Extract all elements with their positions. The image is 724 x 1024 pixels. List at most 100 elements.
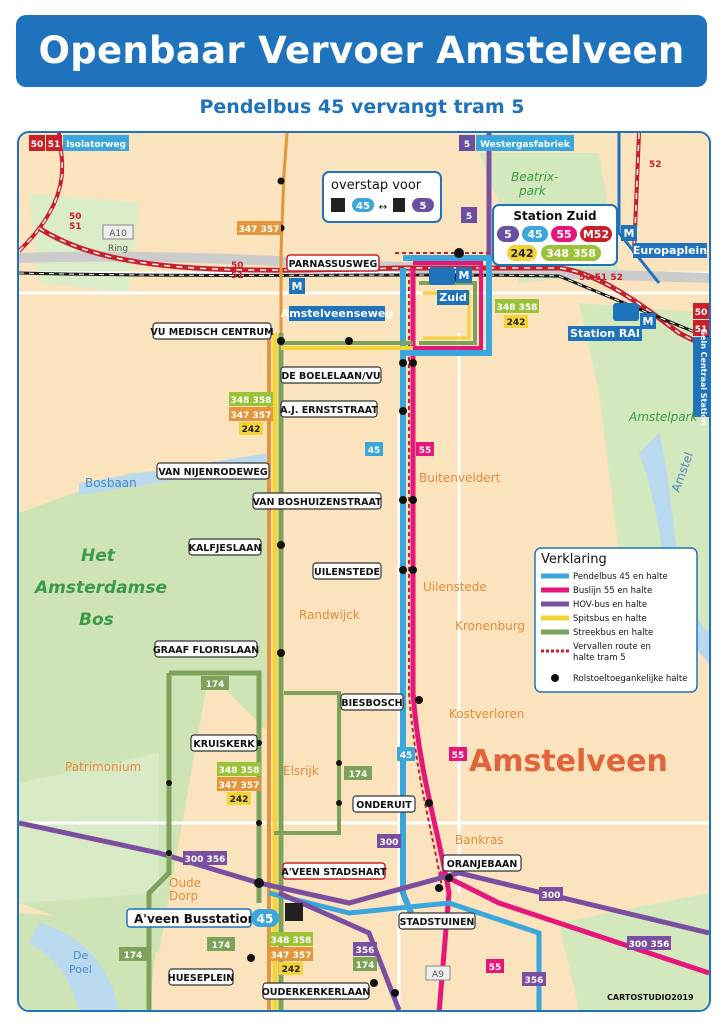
svg-text:Zuid: Zuid (439, 291, 466, 304)
svg-text:Buitenveldert: Buitenveldert (419, 471, 501, 485)
svg-text:A'veen Busstation: A'veen Busstation (134, 912, 256, 926)
station-labels: Amstelveenseweg M Zuid M Station RAI M E… (281, 225, 707, 341)
svg-text:Uilenstede: Uilenstede (423, 580, 487, 594)
svg-text:356: 356 (356, 946, 375, 956)
svg-text:Amstelveen: Amstelveen (469, 744, 668, 779)
svg-text:Spitsbus en halte: Spitsbus en halte (573, 614, 647, 624)
svg-text:Amsterdamse: Amsterdamse (33, 578, 167, 598)
page-subtitle: Pendelbus 45 vervangt tram 5 (199, 96, 525, 118)
svg-text:Ring: Ring (108, 244, 128, 254)
svg-text:51: 51 (231, 271, 244, 281)
svg-text:5: 5 (464, 140, 470, 150)
svg-text:A10: A10 (109, 229, 127, 239)
svg-text:348 358: 348 358 (546, 247, 596, 260)
a10-shield: A10 Ring (102, 224, 134, 254)
svg-text:overstap voor: overstap voor (331, 178, 422, 193)
svg-text:52: 52 (649, 160, 662, 170)
svg-text:348 358: 348 358 (271, 936, 312, 946)
svg-text:Kostverloren: Kostverloren (449, 707, 524, 721)
svg-text:55: 55 (419, 446, 432, 456)
svg-text:45: 45 (368, 446, 381, 456)
svg-text:51: 51 (695, 325, 708, 335)
svg-text:348 358: 348 358 (219, 766, 260, 776)
svg-text:55: 55 (489, 963, 502, 973)
svg-text:174: 174 (124, 951, 143, 961)
svg-text:BIESBOSCH: BIESBOSCH (341, 698, 402, 709)
tram-icon (393, 198, 405, 212)
svg-text:PARNASSUSWEG: PARNASSUSWEG (289, 259, 378, 270)
svg-text:347 357: 347 357 (231, 411, 272, 421)
svg-text:M: M (459, 269, 470, 282)
svg-text:50: 50 (31, 140, 44, 150)
svg-text:Beatrix-: Beatrix- (511, 170, 558, 184)
svg-text:51: 51 (69, 222, 82, 232)
svg-text:5: 5 (466, 212, 472, 222)
svg-text:348 358: 348 358 (231, 396, 272, 406)
a9-shield: A9 (425, 965, 451, 981)
svg-text:M: M (292, 280, 303, 293)
svg-text:Station Zuid: Station Zuid (513, 209, 596, 223)
ns-logo-icon (429, 267, 455, 285)
svg-text:De: De (73, 949, 88, 962)
svg-text:45: 45 (257, 912, 274, 926)
svg-text:347 357: 347 357 (219, 781, 260, 791)
svg-text:Patrimonium: Patrimonium (65, 760, 141, 774)
svg-text:VU MEDISCH CENTRUM: VU MEDISCH CENTRUM (150, 327, 273, 338)
svg-text:ONDERUIT: ONDERUIT (356, 800, 412, 811)
svg-text:Pendelbus 45 en halte: Pendelbus 45 en halte (573, 572, 668, 582)
svg-text:KRUISKERK: KRUISKERK (193, 739, 255, 750)
svg-text:UILENSTEDE: UILENSTEDE (314, 567, 380, 578)
svg-text:M: M (624, 227, 635, 240)
svg-text:50: 50 (695, 308, 708, 318)
svg-text:HOV-bus en halte: HOV-bus en halte (573, 600, 647, 610)
map-frame: A10 Ring A9 50 51 Isolatorweg 5 Westerga… (17, 131, 711, 1012)
svg-text:Oude: Oude (169, 876, 201, 890)
svg-text:50 51 52: 50 51 52 (579, 273, 623, 283)
svg-text:242: 242 (242, 425, 261, 435)
svg-text:5: 5 (504, 228, 512, 241)
svg-text:Vervallen route en: Vervallen route en (573, 642, 651, 652)
svg-text:Randwijck: Randwijck (299, 608, 360, 622)
svg-text:174: 174 (206, 680, 225, 690)
svg-text:174: 174 (349, 770, 368, 780)
svg-text:5: 5 (420, 201, 427, 212)
svg-text:Station RAI: Station RAI (570, 327, 640, 340)
svg-text:DE BOELELAAN/VU: DE BOELELAAN/VU (281, 371, 380, 382)
svg-text:Rolstoeltoegankelijke halte: Rolstoeltoegankelijke halte (573, 674, 687, 684)
svg-text:Isolatorweg: Isolatorweg (66, 140, 126, 150)
page-title: Openbaar Vervoer Amstelveen (38, 29, 685, 72)
svg-text:Bankras: Bankras (455, 833, 504, 847)
svg-text:Kronenburg: Kronenburg (455, 619, 525, 633)
svg-text:55: 55 (452, 751, 465, 761)
svg-text:50: 50 (231, 261, 244, 271)
busstation-label: A'veen Busstation 45 (126, 903, 303, 928)
svg-text:GRAAF FLORISLAAN: GRAAF FLORISLAAN (153, 645, 259, 656)
svg-text:HUESEPLEIN: HUESEPLEIN (168, 973, 235, 984)
bus-station-icon (285, 903, 303, 921)
svg-text:242: 242 (282, 965, 301, 975)
westergas-tag: 5 Westergasfabriek (459, 135, 574, 151)
svg-text:Verklaring: Verklaring (541, 552, 607, 567)
svg-text:Gein Centraal Station: Gein Centraal Station (699, 328, 708, 425)
svg-text:VAN NIJENRODEWEG: VAN NIJENRODEWEG (158, 467, 268, 478)
svg-text:300 356: 300 356 (629, 940, 670, 950)
bus-icon (331, 198, 345, 212)
stop-labels: PARNASSUSWEG VU MEDISCH CENTRUM DE BOELE… (150, 254, 522, 1000)
svg-text:45: 45 (356, 201, 370, 212)
svg-text:Het: Het (81, 546, 116, 566)
svg-text:A9: A9 (432, 970, 444, 980)
svg-text:300: 300 (542, 891, 561, 901)
svg-text:M: M (643, 315, 654, 328)
svg-text:356: 356 (525, 976, 544, 986)
svg-text:45: 45 (527, 228, 542, 241)
svg-text:174: 174 (212, 941, 231, 951)
svg-text:park: park (518, 184, 547, 198)
svg-text:A.J. ERNSTSTRAAT: A.J. ERNSTSTRAAT (280, 405, 378, 416)
svg-text:347 357: 347 357 (271, 951, 312, 961)
svg-text:45: 45 (400, 751, 413, 761)
svg-text:242: 242 (511, 247, 534, 260)
svg-text:300 356: 300 356 (185, 855, 226, 865)
transfer-box: overstap voor 45 ↔ 5 (322, 171, 442, 223)
transit-map: A10 Ring A9 50 51 Isolatorweg 5 Westerga… (19, 133, 709, 1010)
